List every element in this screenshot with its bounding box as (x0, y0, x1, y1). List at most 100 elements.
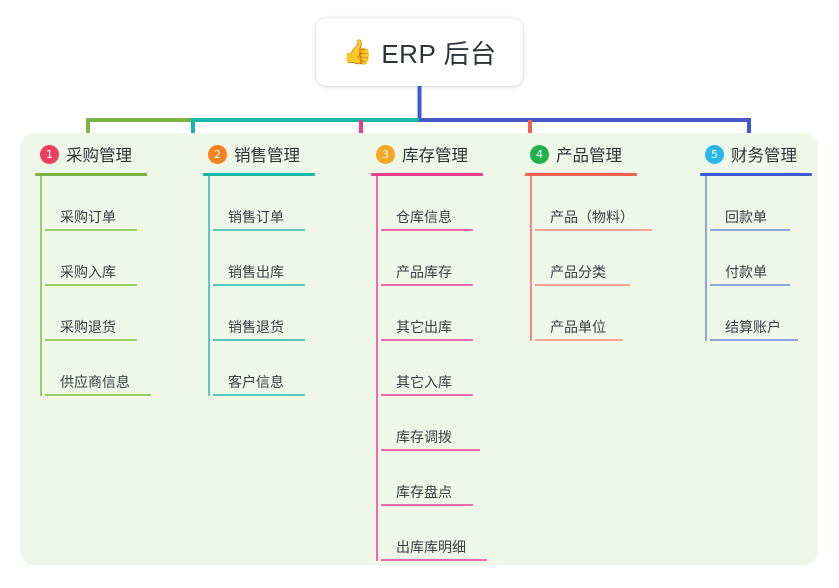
branch-badge-1: 1 (40, 144, 59, 164)
branch-spine-5 (705, 176, 707, 341)
list-item[interactable]: 其它入库 (376, 341, 541, 396)
list-item-underline (381, 504, 473, 506)
branch-header-2[interactable]: 2 销售管理 (203, 142, 363, 166)
branch-title-1: 采购管理 (66, 147, 132, 165)
list-item-label: 结算账户 (725, 319, 781, 335)
list-item-underline (213, 394, 305, 396)
list-item-label: 回款单 (725, 209, 767, 225)
list-item-underline (45, 284, 137, 286)
list-item[interactable]: 采购退货 (40, 286, 195, 341)
list-item-label: 采购入库 (60, 264, 116, 280)
branch-badge-2: 2 (208, 144, 227, 164)
list-item-underline (381, 229, 473, 231)
list-item[interactable]: 其它出库 (376, 286, 541, 341)
branch-items-5: 回款单 付款单 结算账户 (700, 176, 830, 341)
branch-underline-2 (203, 173, 315, 176)
branch-items-1: 采购订单 采购入库 采购退货 供应商信息 (35, 176, 195, 396)
branch-underline-1 (35, 173, 147, 176)
branch-spine-4 (530, 176, 532, 341)
list-item[interactable]: 仓库信息 (376, 176, 541, 231)
branch-column-2: 2 销售管理 销售订单 销售出库 销售退货 客户信息 (203, 142, 363, 396)
list-item-label: 产品分类 (550, 264, 606, 280)
list-item-label: 采购退货 (60, 319, 116, 335)
branch-items-2: 销售订单 销售出库 销售退货 客户信息 (203, 176, 363, 396)
list-item-underline (535, 339, 623, 341)
list-item-label: 产品（物料） (550, 209, 634, 225)
list-item-underline (710, 339, 798, 341)
branch-underline-3 (371, 173, 483, 176)
list-item-label: 客户信息 (228, 374, 284, 390)
branch-column-1: 1 采购管理 采购订单 采购入库 采购退货 供应商信息 (35, 142, 195, 396)
list-item-underline (381, 284, 473, 286)
list-item-label: 销售订单 (228, 209, 284, 225)
list-item[interactable]: 销售订单 (208, 176, 363, 231)
list-item-underline (381, 394, 473, 396)
branch-column-5: 5 财务管理 回款单 付款单 结算账户 (700, 142, 830, 341)
branch-badge-3: 3 (376, 144, 395, 164)
list-item-label: 销售退货 (228, 319, 284, 335)
list-item-label: 产品单位 (550, 319, 606, 335)
list-item[interactable]: 结算账户 (705, 286, 830, 341)
page-title: ERP 后台 (381, 38, 497, 69)
list-item-label: 产品库存 (396, 264, 452, 280)
list-item-underline (710, 229, 790, 231)
list-item-label: 库存调拨 (396, 429, 452, 445)
list-item-underline (710, 284, 790, 286)
branch-badge-5: 5 (705, 144, 724, 164)
branch-spine-1 (40, 176, 42, 396)
list-item-underline (45, 229, 137, 231)
branch-title-2: 销售管理 (234, 147, 300, 165)
list-item[interactable]: 销售退货 (208, 286, 363, 341)
list-item[interactable]: 产品单位 (530, 286, 710, 341)
branch-header-5[interactable]: 5 财务管理 (700, 142, 830, 166)
branch-title-4: 产品管理 (556, 147, 622, 165)
list-item-label: 其它出库 (396, 319, 452, 335)
list-item-underline (45, 394, 151, 396)
list-item[interactable]: 产品库存 (376, 231, 541, 286)
branch-title-5: 财务管理 (731, 147, 797, 165)
list-item-label: 其它入库 (396, 374, 452, 390)
branch-underline-5 (700, 173, 812, 176)
branch-items-4: 产品（物料） 产品分类 产品单位 (525, 176, 710, 341)
list-item-underline (213, 229, 305, 231)
list-item-underline (381, 559, 487, 561)
list-item[interactable]: 采购订单 (40, 176, 195, 231)
list-item-label: 仓库信息 (396, 209, 452, 225)
list-item-label: 采购订单 (60, 209, 116, 225)
list-item-label: 付款单 (725, 264, 767, 280)
list-item-label: 出库库明细 (396, 539, 466, 555)
branch-header-1[interactable]: 1 采购管理 (35, 142, 195, 166)
list-item[interactable]: 库存调拨 (376, 396, 541, 451)
list-item[interactable]: 供应商信息 (40, 341, 195, 396)
list-item-underline (535, 229, 652, 231)
branch-underline-4 (525, 173, 637, 176)
branch-title-3: 库存管理 (402, 147, 468, 165)
list-item-label: 库存盘点 (396, 484, 452, 500)
list-item-label: 供应商信息 (60, 374, 130, 390)
branch-header-4[interactable]: 4 产品管理 (525, 142, 710, 166)
branch-items-3: 仓库信息 产品库存 其它出库 其它入库 库存调拨 库存盘点 (371, 176, 541, 561)
list-item[interactable]: 销售出库 (208, 231, 363, 286)
list-item[interactable]: 库存盘点 (376, 451, 541, 506)
list-item[interactable]: 产品分类 (530, 231, 710, 286)
content-panel (20, 133, 818, 565)
branch-badge-4: 4 (530, 144, 549, 164)
root-node[interactable]: 👍 ERP 后台 (316, 18, 523, 86)
list-item-underline (213, 339, 305, 341)
branch-column-4: 4 产品管理 产品（物料） 产品分类 产品单位 (525, 142, 710, 341)
list-item[interactable]: 产品（物料） (530, 176, 710, 231)
branch-header-3[interactable]: 3 库存管理 (371, 142, 541, 166)
list-item-underline (381, 449, 480, 451)
list-item[interactable]: 付款单 (705, 231, 830, 286)
list-item[interactable]: 客户信息 (208, 341, 363, 396)
list-item[interactable]: 出库库明细 (376, 506, 541, 561)
list-item-underline (213, 284, 305, 286)
list-item-underline (381, 339, 473, 341)
list-item[interactable]: 回款单 (705, 176, 830, 231)
branch-column-3: 3 库存管理 仓库信息 产品库存 其它出库 其它入库 库存调拨 (371, 142, 541, 561)
branch-spine-3 (376, 176, 378, 561)
list-item-label: 销售出库 (228, 264, 284, 280)
thumbs-up-emoji: 👍 (342, 39, 373, 66)
list-item[interactable]: 采购入库 (40, 231, 195, 286)
